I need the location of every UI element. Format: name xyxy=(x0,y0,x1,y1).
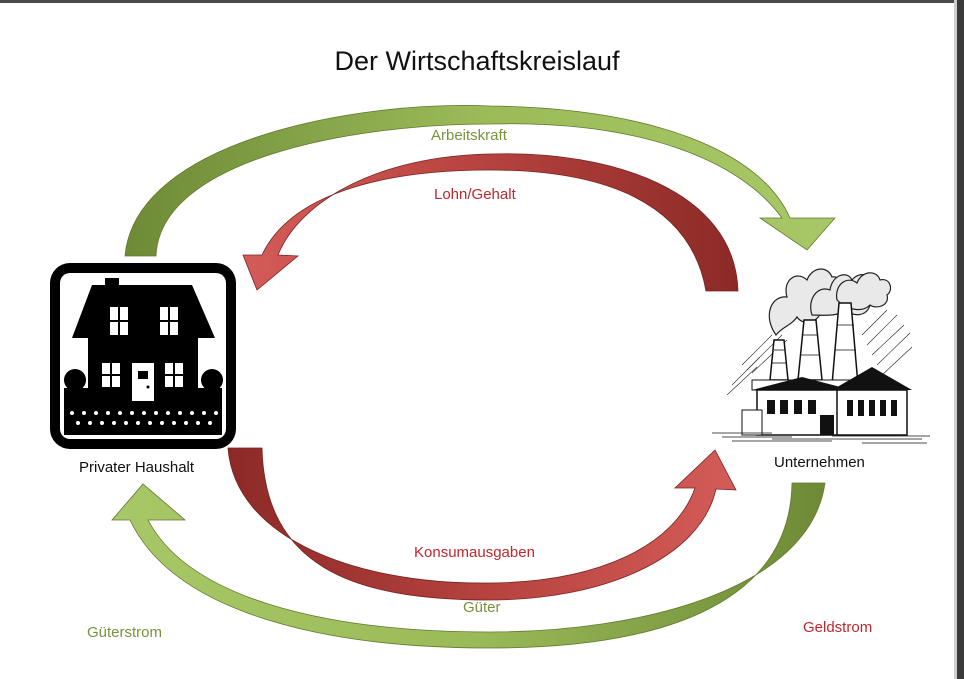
arrow-gueter xyxy=(111,482,826,649)
household-label: Privater Haushalt xyxy=(79,459,195,476)
gueter-label: Güter xyxy=(463,599,501,616)
lohn-gehalt-label: Lohn/Gehalt xyxy=(434,186,516,203)
arrow-konsumausgaben xyxy=(227,447,737,601)
arrow-lohn-gehalt xyxy=(242,153,739,292)
company-label: Unternehmen xyxy=(774,454,865,471)
konsumausgaben-label: Konsumausgaben xyxy=(414,544,535,561)
window-frame-top xyxy=(0,0,964,3)
geldstrom-legend: Geldstrom xyxy=(803,619,873,636)
gueterstrom-legend: Güterstrom xyxy=(87,624,163,641)
window-frame-right xyxy=(957,0,964,679)
arbeitskraft-label: Arbeitskraft xyxy=(431,127,507,144)
house-icon xyxy=(50,263,236,449)
page-title: Der Wirtschaftskreislauf xyxy=(334,46,620,76)
arrow-arbeitskraft xyxy=(124,105,836,257)
window-frame-right-inner xyxy=(954,0,957,679)
factory-icon xyxy=(712,268,930,444)
